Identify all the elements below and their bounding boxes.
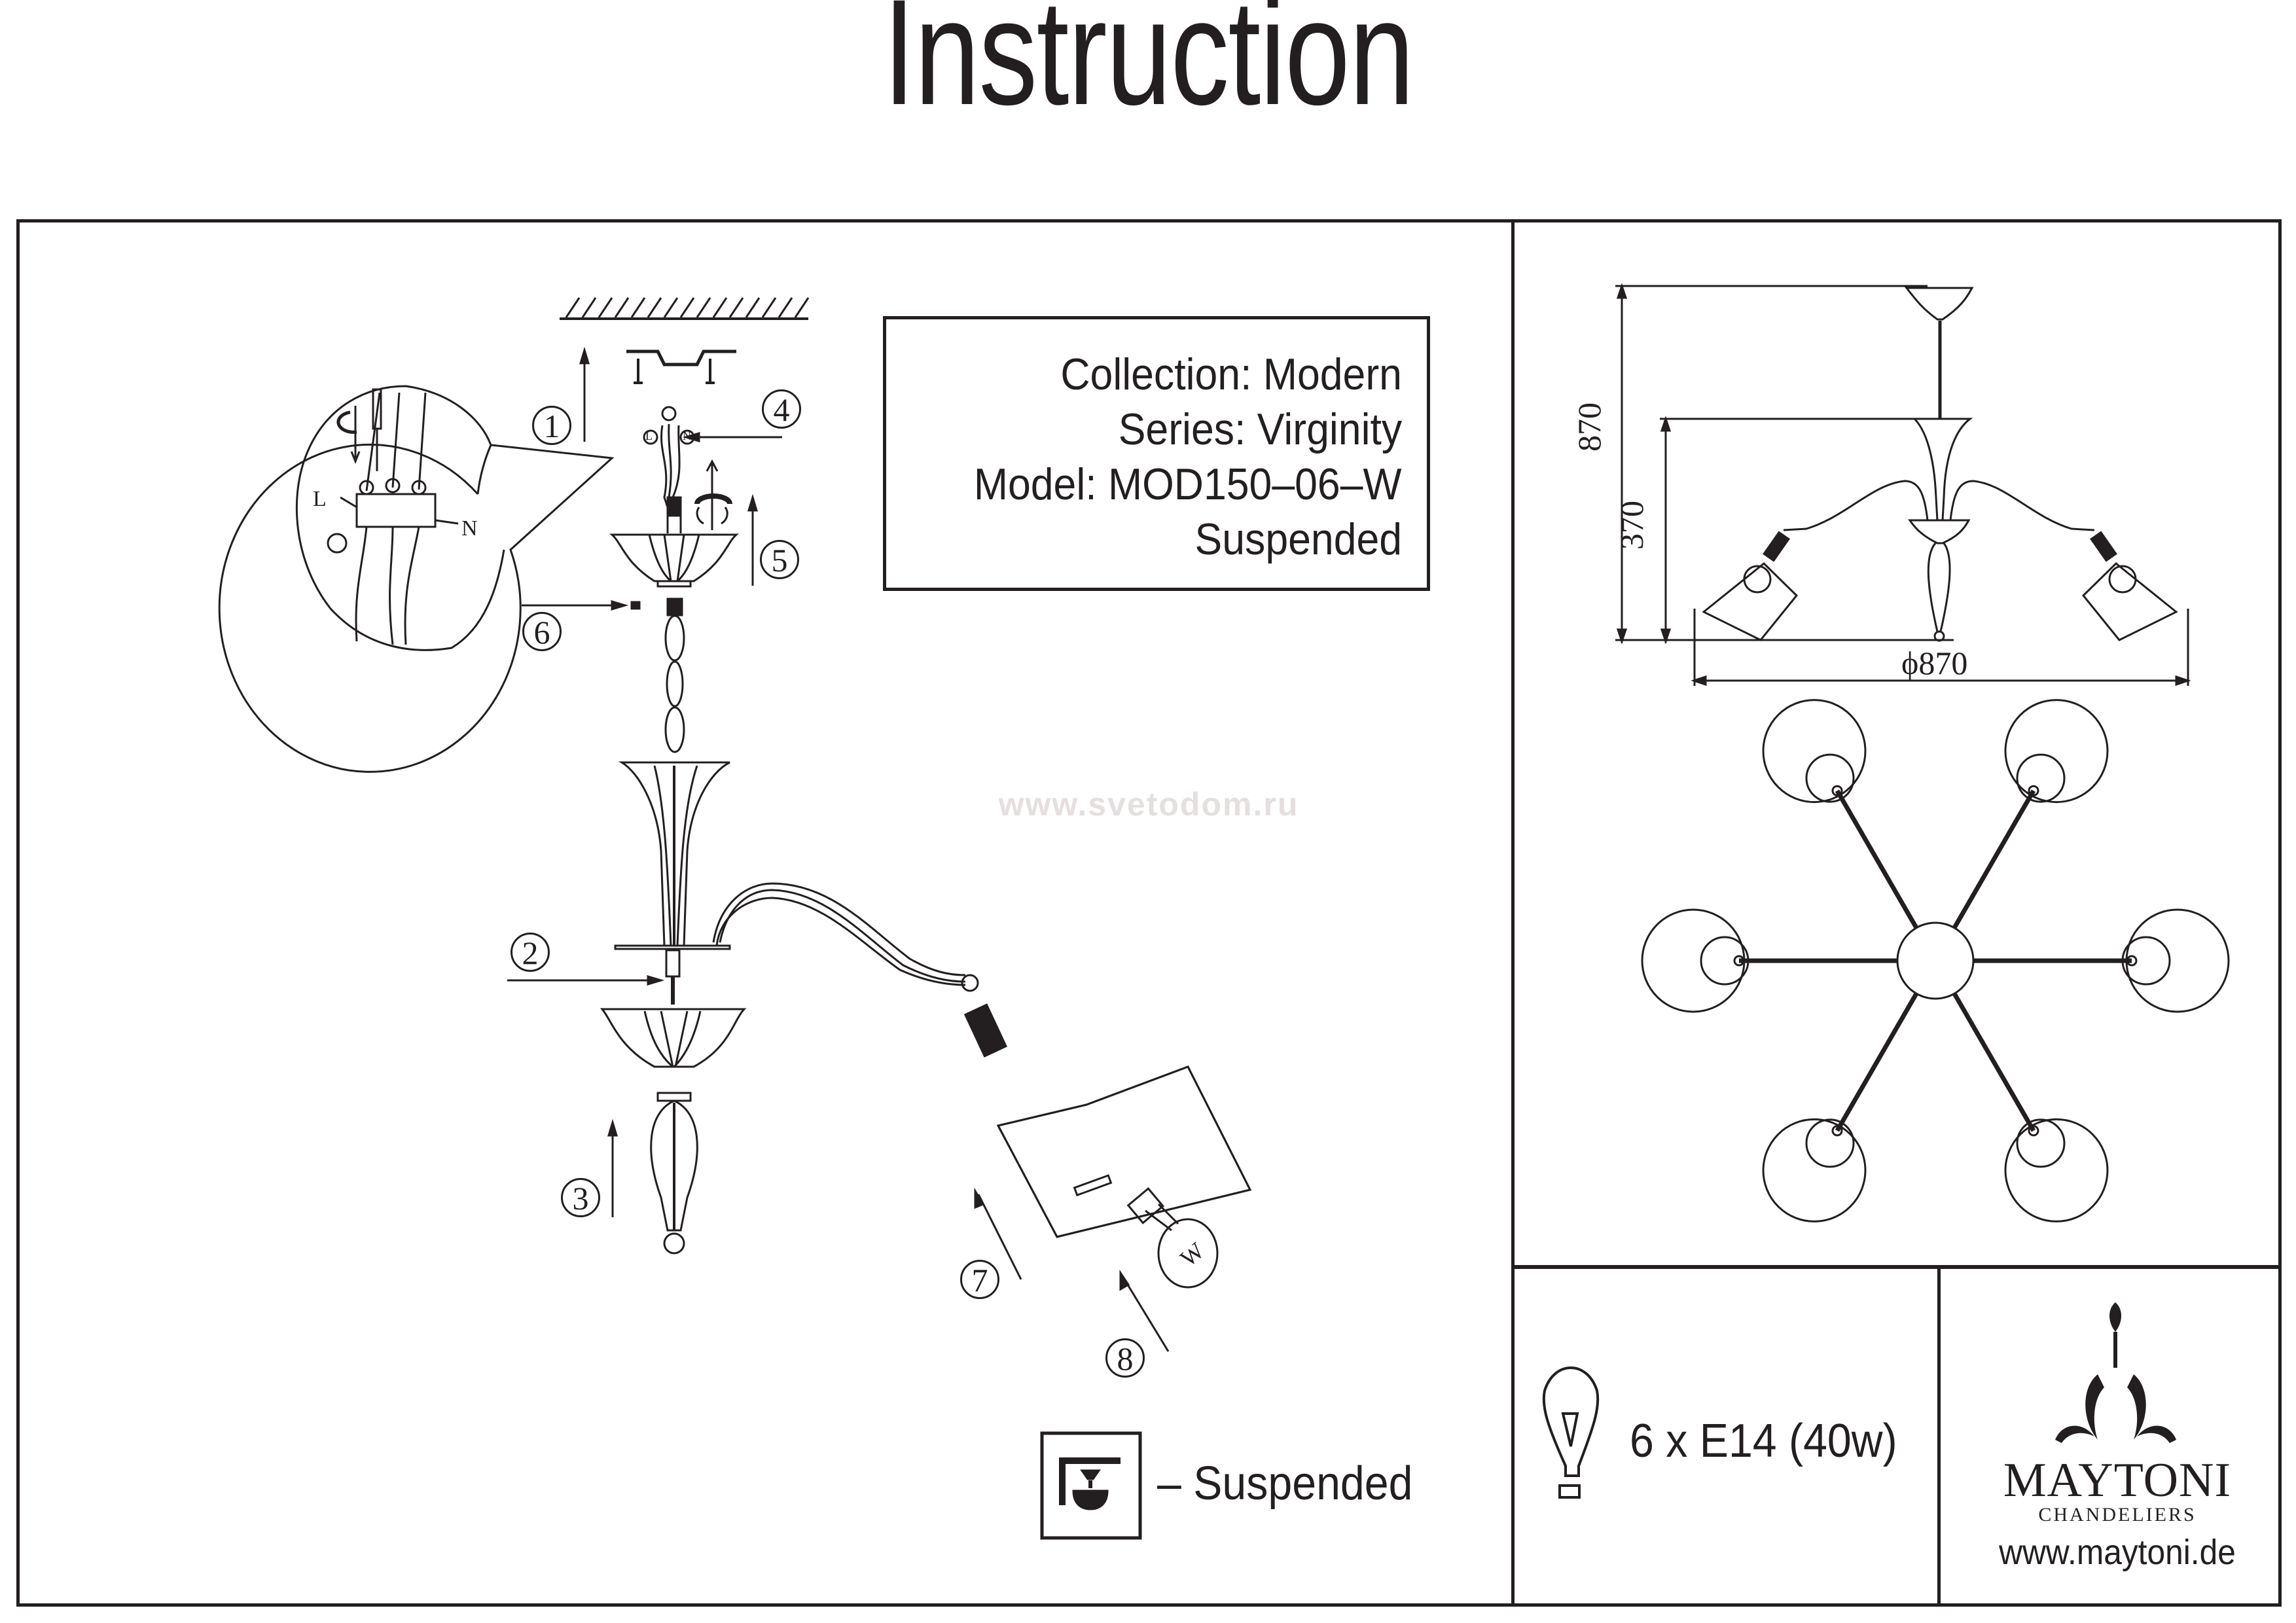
watermark: www.svetodom.ru xyxy=(998,786,1299,823)
step-number: 4 xyxy=(762,389,801,429)
arrow-up-icon xyxy=(607,1118,619,1217)
canopy-icon xyxy=(609,496,740,588)
step-number: 3 xyxy=(561,1178,600,1217)
series-label: Series: Virginity xyxy=(1118,404,1402,454)
arrow-up-icon xyxy=(747,493,759,586)
document-frame xyxy=(16,219,2282,1607)
bulb-spec-label: 6 x E14 (40w) xyxy=(1630,1415,1897,1467)
row-divider xyxy=(1511,1265,2282,1269)
mounting-bracket-icon xyxy=(626,349,736,384)
brand-name: MAYTONI xyxy=(2003,1454,2232,1507)
step-number: 6 xyxy=(522,612,562,651)
ceiling-icon xyxy=(560,297,810,320)
brand-subtitle: CHANDELIERS xyxy=(2038,1504,2197,1525)
arrow-up-right-icon xyxy=(974,1187,1022,1280)
wiring-detail-callout xyxy=(218,385,615,773)
legend-suspended-label: – Suspended xyxy=(1157,1457,1413,1510)
collection-label: Collection: Modern xyxy=(1060,349,1402,399)
top-view-arm xyxy=(1762,699,1919,929)
neutral-terminal-label: N xyxy=(683,429,691,442)
step-number: 5 xyxy=(760,540,799,579)
rotate-arrow-icon xyxy=(694,459,732,530)
finial-icon xyxy=(650,1092,698,1255)
arm-icon xyxy=(712,882,1008,1058)
light-bulb-icon xyxy=(1542,1366,1600,1499)
page-title: Instruction xyxy=(882,0,1414,136)
chain-icon xyxy=(664,597,685,753)
neutral-wire-label: N xyxy=(461,516,478,541)
column-divider xyxy=(1511,219,1515,1607)
top-view-arm xyxy=(1952,992,2109,1222)
live-terminal-label: L xyxy=(645,429,653,442)
height-dimension-label: 870 xyxy=(1571,402,1607,452)
central-column-icon xyxy=(614,761,731,1005)
step-number: 2 xyxy=(511,933,550,972)
top-view-arm xyxy=(1973,908,2230,1013)
arrow-up-icon xyxy=(579,346,590,442)
wires-icon xyxy=(643,406,695,508)
arrow-right-icon xyxy=(522,599,641,611)
arrow-up-left-icon xyxy=(1119,1270,1170,1352)
mount-type-label: Suspended xyxy=(1194,514,1402,564)
chandelier-logo-icon xyxy=(2055,1302,2176,1443)
side-view-drawing xyxy=(1615,283,2191,687)
lower-cup-icon xyxy=(600,1008,747,1068)
step-number: 7 xyxy=(960,1260,999,1299)
arrow-right-icon xyxy=(507,974,665,986)
top-view-arm xyxy=(1641,908,1897,1013)
footer-divider xyxy=(1937,1265,1941,1607)
top-view-arm xyxy=(1762,992,1919,1222)
model-label: Model: MOD150–06–W xyxy=(974,459,1402,509)
top-view-arm xyxy=(1952,699,2109,929)
product-info-box: Collection: Modern Series: Virginity Mod… xyxy=(883,316,1430,591)
brand-website-link[interactable]: www.maytoni.de xyxy=(1999,1533,2236,1572)
step-number: 8 xyxy=(1105,1338,1145,1378)
suspended-mount-icon xyxy=(1040,1431,1142,1540)
step-number: 1 xyxy=(532,406,571,445)
diameter-dimension-label: ϕ870 xyxy=(1901,645,1968,681)
live-wire-label: L xyxy=(313,487,327,511)
body-height-dimension-label: 370 xyxy=(1613,501,1650,550)
